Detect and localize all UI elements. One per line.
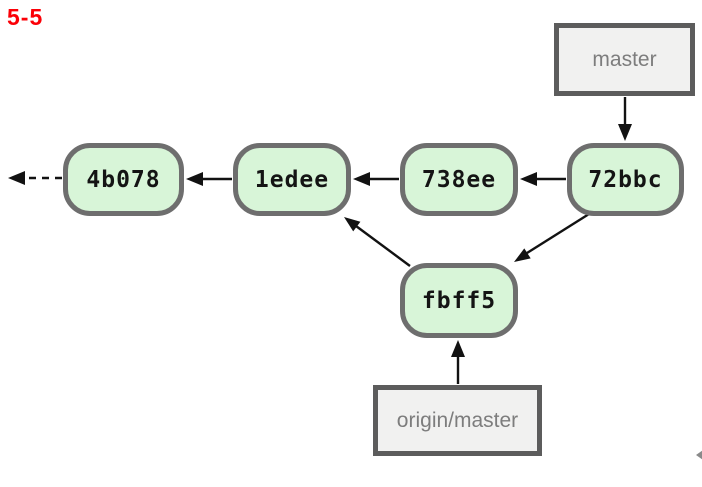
arrowhead-left-icon <box>353 172 370 186</box>
ref-label: origin/master <box>396 408 519 432</box>
ref-label: master <box>592 47 657 71</box>
commit-id-label: 72bbc <box>588 166 663 193</box>
commit-node-1edee: 1edee <box>233 143 351 216</box>
arrowhead-left-icon <box>186 172 203 186</box>
commit-id-label: fbff5 <box>421 287 497 314</box>
ref-box-master: master <box>554 23 695 96</box>
commit-node-72bbc: 72bbc <box>567 143 684 216</box>
commit-node-4b078: 4b078 <box>63 143 184 216</box>
arrowhead-down-icon <box>618 124 632 141</box>
ref-box-origin-master: origin/master <box>373 385 542 456</box>
commit-id-label: 738ee <box>421 166 497 193</box>
figure-number-label: 5-5 <box>7 4 44 30</box>
edge-72bbc-to-fbff5 <box>526 212 590 255</box>
cursor-artifact-icon <box>696 450 702 460</box>
arrowhead-upleft-icon <box>344 217 361 232</box>
arrowhead-downleft-icon <box>514 248 531 262</box>
arrowhead-left-icon <box>520 172 537 186</box>
commit-node-fbff5: fbff5 <box>400 263 518 338</box>
commit-node-738ee: 738ee <box>400 143 518 216</box>
edge-fbff5-to-1edee <box>355 225 411 267</box>
commit-id-label: 4b078 <box>86 166 161 193</box>
arrowhead-left-icon <box>8 171 25 185</box>
commit-id-label: 1edee <box>254 166 330 193</box>
arrowhead-up-icon <box>451 340 465 357</box>
